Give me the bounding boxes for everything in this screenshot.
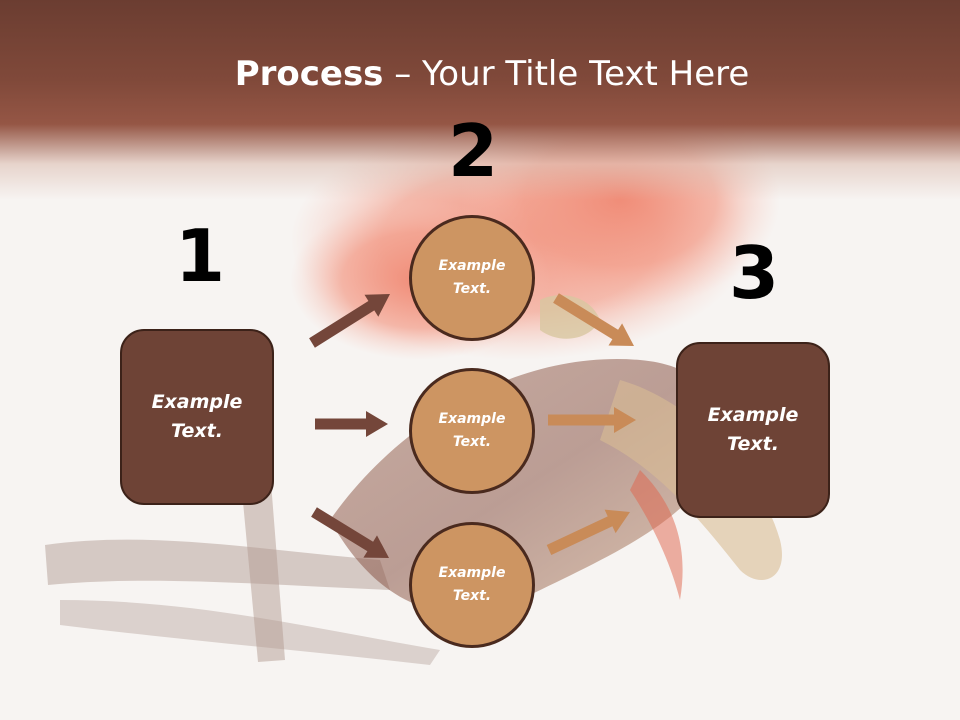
title-bold: Process (234, 54, 384, 94)
arrow-box1-to-circle-middle right-arrow-icon (315, 411, 388, 437)
arrow-circle-middle-to-box3 right-arrow-icon (548, 407, 636, 433)
step-3-text: Example Text. (707, 404, 799, 455)
arrow-circle-bottom-to-box3 right-arrow-icon (546, 509, 630, 555)
step-3-box: Example Text. (676, 342, 830, 518)
header-band (0, 0, 960, 200)
step-2-circle-middle: Example Text. (409, 368, 535, 494)
step-number-2: 2 (447, 109, 499, 193)
step-2-circle-top: Example Text. (409, 215, 535, 341)
circle-middle-text: Example Text. (438, 411, 506, 450)
circle-bottom-text: Example Text. (438, 565, 506, 604)
step-number-1: 1 (174, 214, 226, 298)
arrow-box1-to-circle-top right-arrow-icon (309, 294, 390, 348)
step-1-box: Example Text. (120, 329, 274, 505)
circle-top-text: Example Text. (438, 258, 506, 297)
title-rest: – Your Title Text Here (383, 54, 750, 94)
slide-title: Process – Your Title Text Here (0, 52, 960, 96)
step-1-text: Example Text. (151, 391, 243, 442)
step-2-circle-bottom: Example Text. (409, 522, 535, 648)
arrow-box1-to-circle-bottom right-arrow-icon (311, 507, 389, 558)
step-number-3: 3 (728, 231, 780, 315)
arrow-circle-top-to-box3 right-arrow-icon (553, 293, 634, 346)
